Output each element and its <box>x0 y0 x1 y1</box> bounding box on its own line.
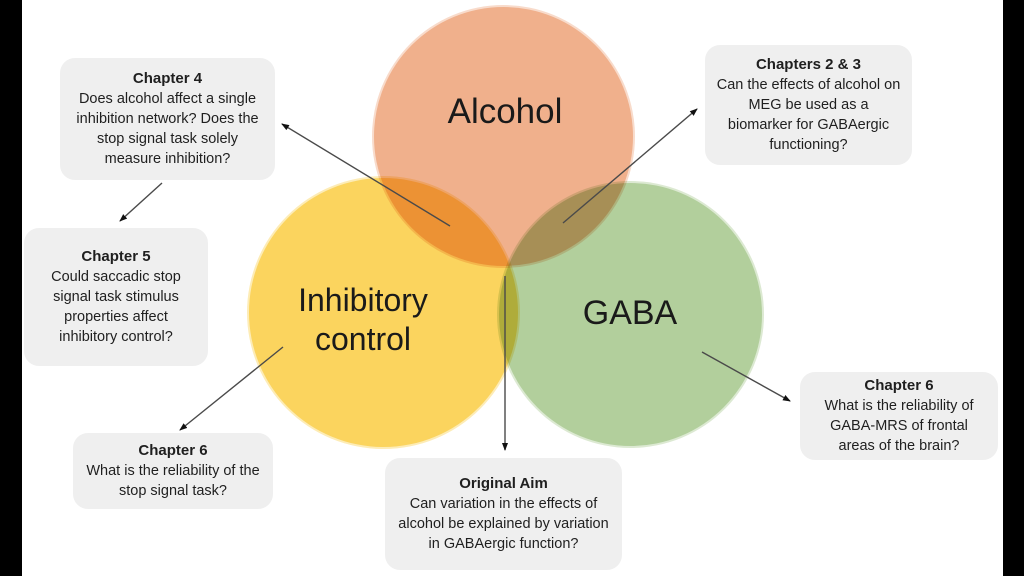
callout-original-aim-body: Can variation in the effects of alcohol … <box>398 496 609 552</box>
callout-chapter5: Chapter 5 Could saccadic stop signal tas… <box>24 228 208 366</box>
right-letterbox-bar <box>1003 0 1024 576</box>
callout-chapter5-body: Could saccadic stop signal task stimulus… <box>51 269 181 345</box>
callout-chapter6-right-body: What is the reliability of GABA-MRS of f… <box>824 398 974 454</box>
callout-chapter4-body: Does alcohol affect a single inhibition … <box>76 91 259 167</box>
arrow-chapter4-to-chapter5 <box>119 182 163 222</box>
inhibitory-control-circle-label: Inhibitory control <box>298 282 428 357</box>
callout-original-aim-title: Original Aim <box>459 475 548 492</box>
callout-chapters-2-3: Chapters 2 & 3 Can the effects of alcoho… <box>705 45 912 165</box>
callout-chapter6-left-title: Chapter 6 <box>138 442 208 459</box>
gaba-circle <box>497 181 764 448</box>
callout-chapter4: Chapter 4 Does alcohol affect a single i… <box>60 58 275 180</box>
gaba-circle-label: GABA <box>582 294 678 332</box>
callout-chapter6-left: Chapter 6 What is the reliability of the… <box>73 433 273 509</box>
alcohol-circle-label: Alcohol <box>447 92 563 131</box>
callout-chapters-2-3-title: Chapters 2 & 3 <box>755 56 862 73</box>
callout-chapter4-title: Chapter 4 <box>132 70 203 87</box>
callout-chapter6-right: Chapter 6 What is the reliability of GAB… <box>800 372 998 460</box>
callout-chapter6-right-title: Chapter 6 <box>864 377 934 394</box>
callout-original-aim: Original Aim Can variation in the effect… <box>385 458 622 570</box>
callout-chapter5-title: Chapter 5 <box>81 248 151 265</box>
callout-chapters-2-3-body: Can the effects of alcohol on MEG be use… <box>716 77 901 153</box>
callout-chapter6-left-body: What is the reliability of the stop sign… <box>86 463 260 499</box>
left-letterbox-bar <box>0 0 22 576</box>
